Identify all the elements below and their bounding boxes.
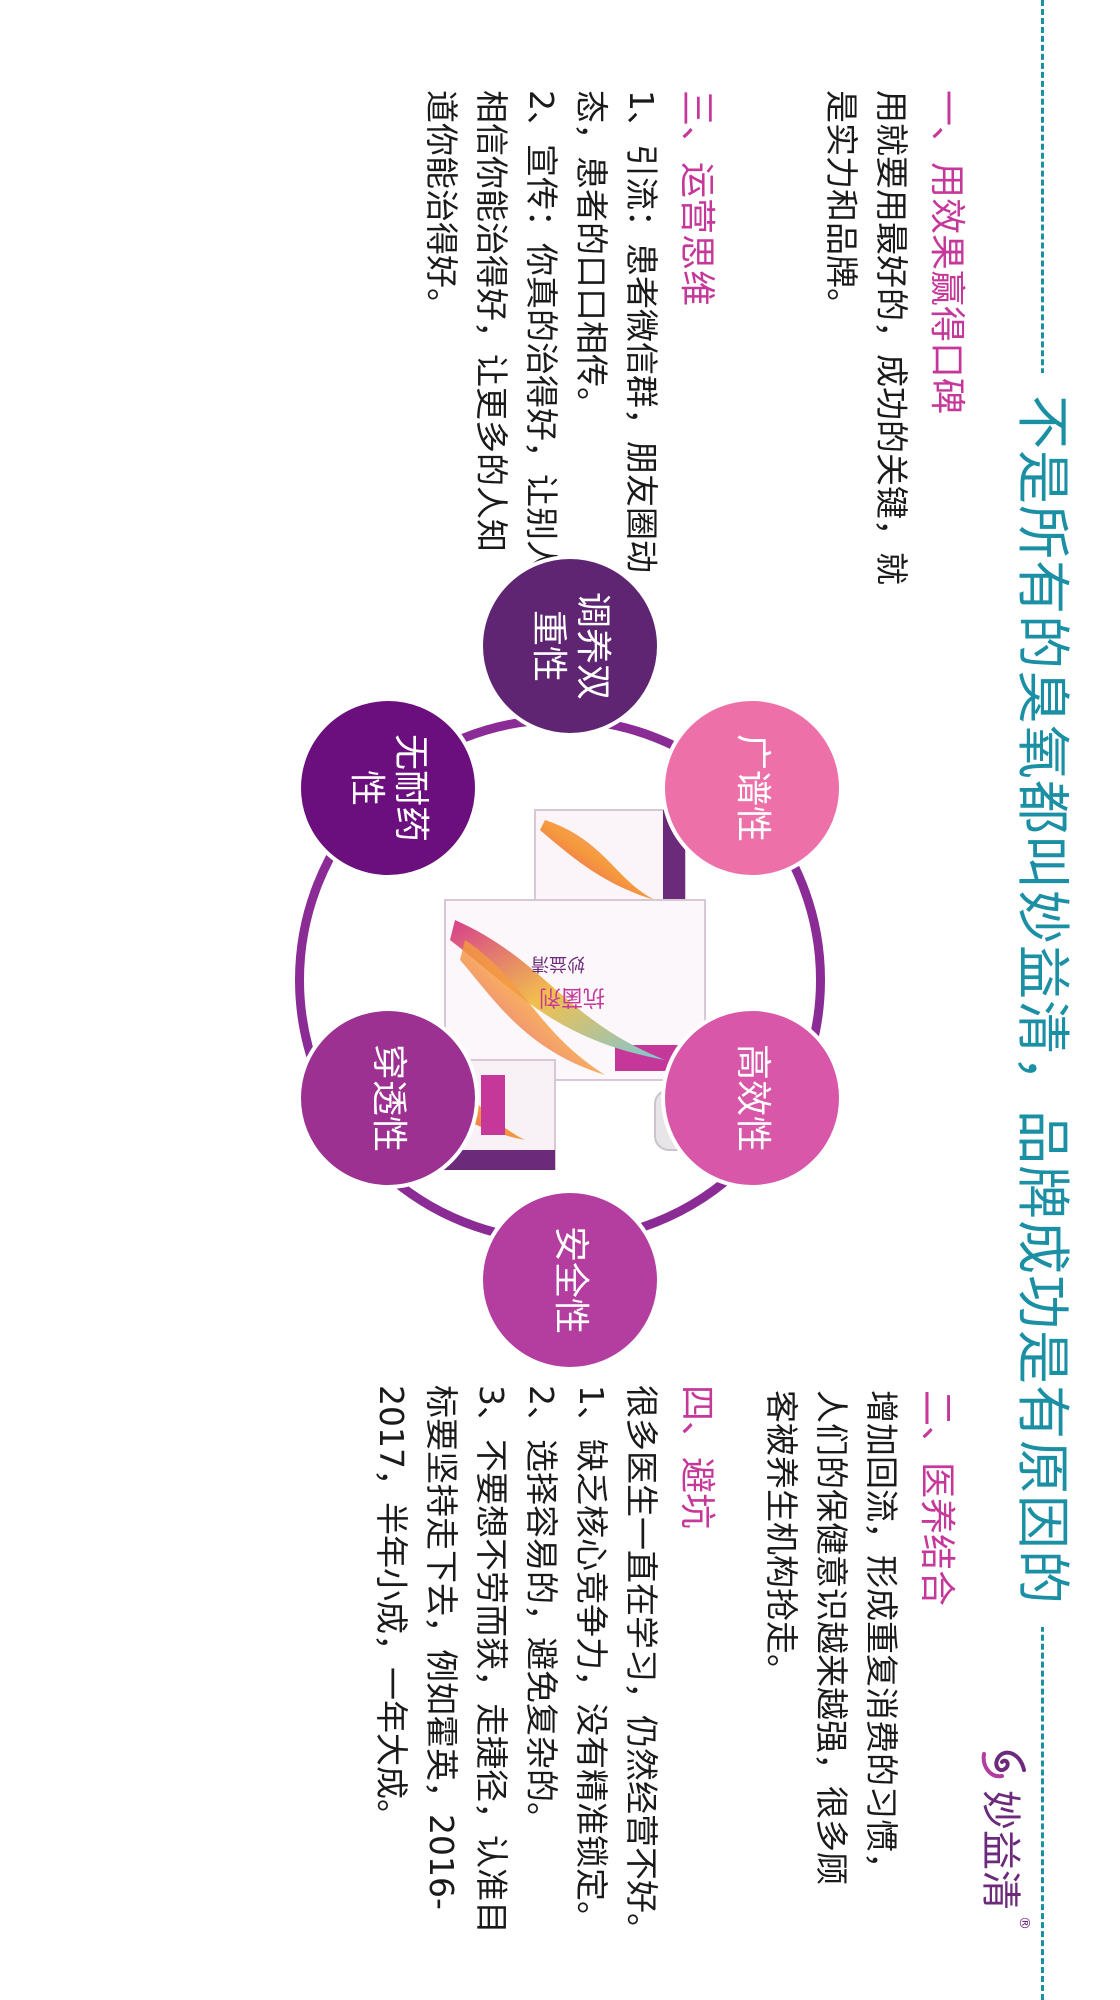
section-two-line: 人们的保健意识越来越强，很多顾 <box>812 1390 851 1885</box>
feature-node-penetration: 穿透性 <box>297 1007 479 1189</box>
product-name-label: 抗菌剂 <box>539 984 605 1009</box>
section-four-line: 2017，半年小成，一年大成。 <box>372 1385 411 1832</box>
section-two-line: 增加回流，形成重复消费的习惯， <box>862 1390 901 1885</box>
section-three-line: 1、引流：患者微信群，朋友圈动 <box>622 90 661 573</box>
feature-node-broad-spectrum: 广谱性 <box>661 697 843 879</box>
feature-node-high-efficiency: 高效性 <box>661 1007 843 1189</box>
section-two: 二、医养结合 增加回流，形成重复消费的习惯， 人们的保健意识越来越强，很多顾 客… <box>756 1390 960 1970</box>
section-four-line: 1、缺乏核心竞争力，没有精准锁定。 <box>572 1385 611 1934</box>
section-four-body: 很多医生一直在学习，仍然经营不好。 1、缺乏核心竞争力，没有精准锁定。 2、选择… <box>366 1385 666 1975</box>
registered-mark: ® <box>1016 1916 1032 1930</box>
section-one-body: 用就要用最好的，成功的关键，就 是实力和品牌。 <box>816 90 916 650</box>
section-four-line: 3、不要想不劳而获，走捷径，认准目 <box>472 1385 511 1934</box>
section-three-line: 道你能治得好。 <box>422 90 461 321</box>
title-bar: 不是所有的臭氧都叫妙益清，品牌成功是有原因的 <box>1011 0 1074 2000</box>
section-four: 四、避坑 很多医生一直在学习，仍然经营不好。 1、缺乏核心竞争力，没有精准锁定。… <box>366 1385 720 1975</box>
section-four-line: 很多医生一直在学习，仍然经营不好。 <box>622 1385 661 1946</box>
section-one-line: 用就要用最好的，成功的关键，就 <box>872 90 911 585</box>
brand-logo: 妙益清 ® <box>974 1740 1034 1930</box>
feature-node-no-resistance: 无耐药性 <box>297 697 479 879</box>
feature-node-dual-conditioning: 调养双重性 <box>479 555 661 737</box>
section-two-line: 客被养生机构抢走。 <box>762 1390 801 1687</box>
section-four-title: 四、避坑 <box>676 1385 717 1530</box>
section-one-line: 是实力和品牌。 <box>822 90 861 321</box>
section-three-title: 三、运营思维 <box>676 90 717 307</box>
section-three-line: 相信你能治得好，让更多的人知 <box>472 90 511 552</box>
brand-swirl-icon <box>981 1750 1026 1779</box>
product-brand-label: 妙益清 <box>531 953 585 974</box>
feature-node-safety: 安全性 <box>479 1189 661 1371</box>
logo-text: 妙益清 <box>977 1790 1023 1910</box>
section-two-body: 增加回流，形成重复消费的习惯， 人们的保健意识越来越强，很多顾 客被养生机构抢走… <box>756 1390 906 1970</box>
section-four-line: 2、选择容易的，避免复杂的。 <box>522 1385 561 1835</box>
section-one-title: 一、用效果赢得口碑 <box>926 90 967 415</box>
section-two-title: 二、医养结合 <box>916 1390 957 1607</box>
slide-title: 不是所有的臭氧都叫妙益清，品牌成功是有原因的 <box>1011 373 1074 1627</box>
section-one: 一、用效果赢得口碑 用就要用最好的，成功的关键，就 是实力和品牌。 <box>816 90 970 650</box>
section-four-line: 标要坚持走下去，例如霍英，2016- <box>422 1385 461 1910</box>
